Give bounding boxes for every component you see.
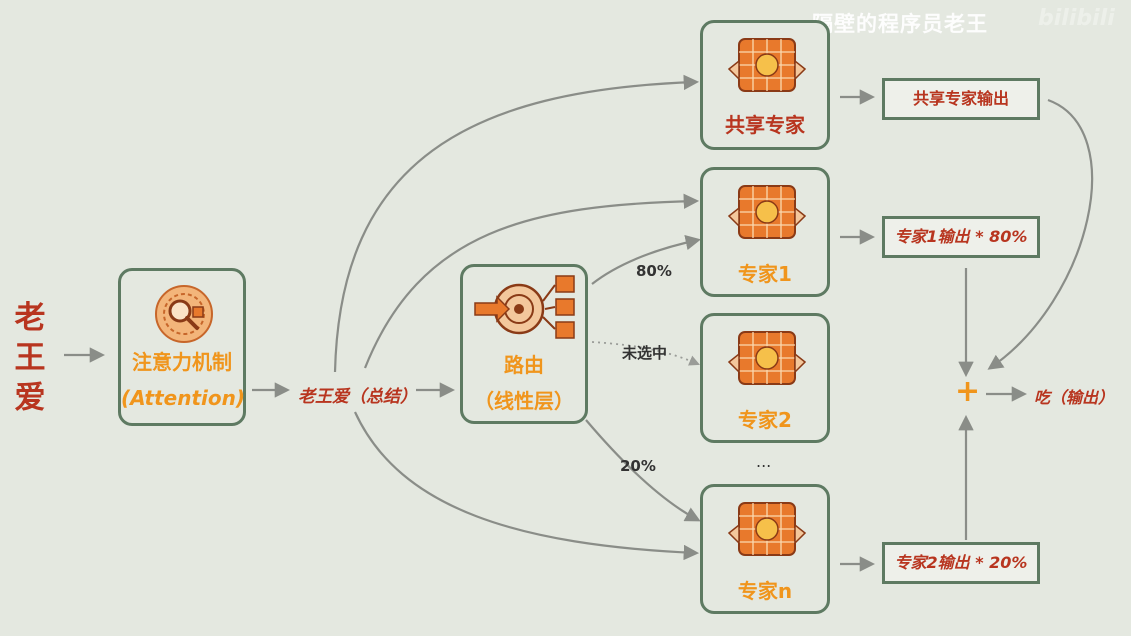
attention-sub: (Attention) — [121, 386, 245, 410]
expert-grid-icon — [727, 502, 807, 556]
router-sub: （线性层） — [474, 389, 574, 413]
router-icon — [474, 275, 575, 339]
arrow-router-e1 — [591, 235, 702, 285]
more-experts-dots: ... — [756, 452, 772, 471]
weight-80: 80% — [636, 262, 672, 280]
attention-box: 注意力机制 (Attention) — [118, 268, 246, 426]
expert-grid-icon — [727, 185, 807, 239]
expert-2-output-box: 专家2输出 * 20% — [882, 542, 1040, 584]
arrow-summary-shared — [333, 74, 700, 373]
router-label: 路由 — [504, 353, 544, 377]
arrow-summary-en — [354, 411, 700, 561]
router-box: 路由 （线性层） — [460, 264, 588, 424]
expert-2-label: 专家2 — [738, 408, 792, 432]
arrow-router-en — [585, 419, 701, 522]
arrow-sharedout-plus — [987, 98, 1094, 370]
expert-n-box: 专家n — [700, 484, 830, 614]
expert-2-box: 专家2 — [700, 313, 830, 443]
arrow-summary-e1 — [363, 193, 700, 369]
shared-expert-box: 共享专家 — [700, 20, 830, 150]
attention-label: 注意力机制 — [132, 350, 232, 374]
channel-watermark: 隔壁的程序员老王 — [812, 12, 988, 36]
weight-unselected: 未选中 — [622, 344, 668, 362]
weight-20: 20% — [620, 457, 656, 475]
expert-grid-icon — [727, 38, 807, 92]
summary-text: 老王爱（总结） — [298, 387, 417, 407]
expert-1-box: 专家1 — [700, 167, 830, 297]
sum-symbol: + — [955, 374, 981, 409]
final-output: 吃（输出） — [1034, 388, 1115, 407]
expert-n-label: 专家n — [737, 579, 793, 603]
arrow-router-e2-unselected — [591, 341, 700, 366]
expert-1-label: 专家1 — [738, 262, 792, 286]
shared-expert-label: 共享专家 — [725, 113, 805, 137]
shared-output-box: 共享专家输出 — [882, 78, 1040, 120]
input-token: 老 王 爱 — [14, 300, 46, 416]
magnifier-gear-icon — [155, 285, 213, 343]
expert-grid-icon — [727, 331, 807, 385]
expert-1-output-box: 专家1输出 * 80% — [882, 216, 1040, 258]
bilibili-logo: bilibili — [1038, 6, 1115, 31]
